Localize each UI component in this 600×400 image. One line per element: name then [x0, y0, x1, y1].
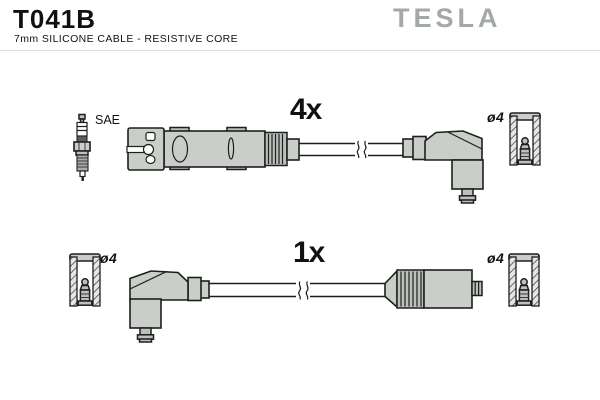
brand-logo: TESLA: [393, 3, 502, 33]
diameter-label-bottom-left: ø4: [100, 250, 118, 266]
top-cable-icon: [299, 140, 403, 159]
bottom-cable-icon: [209, 281, 385, 300]
cable-break-mark: [305, 281, 309, 300]
cable-break-mark: [298, 281, 302, 300]
cable-break-mark: [363, 140, 367, 159]
bottom-quantity-label: 1x: [293, 236, 325, 269]
diameter-label-top-right: ø4: [487, 109, 505, 125]
angled-plug-boot-top-icon: [402, 130, 484, 204]
terminal-socket-icon-bottom-right: [508, 253, 540, 307]
angled-plug-boot-bottom-icon: [129, 270, 210, 343]
header-divider: [0, 50, 600, 51]
cable-break-mark: [356, 140, 360, 159]
sae-label: SAE: [95, 113, 121, 127]
distributor-connector-icon: [126, 126, 300, 171]
straight-plug-connector-icon: [384, 269, 483, 309]
part-number: T041B: [13, 4, 97, 34]
top-quantity-label: 4x: [290, 93, 322, 126]
diameter-label-bottom-right: ø4: [487, 250, 505, 266]
terminal-socket-icon-top-right: [509, 112, 541, 166]
terminal-socket-icon-bottom-left: [69, 253, 101, 307]
spark-plug-icon: [73, 113, 91, 181]
product-subtitle: 7mm SILICONE CABLE - RESISTIVE CORE: [14, 33, 239, 45]
